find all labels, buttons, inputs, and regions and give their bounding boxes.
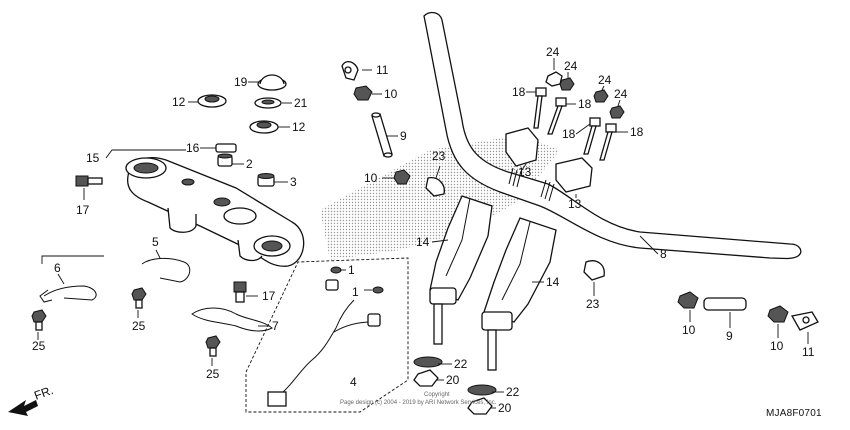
callout-9-a: 9 — [400, 129, 407, 143]
callout-18-a: 18 — [512, 85, 526, 99]
callout-5: 5 — [152, 235, 159, 249]
callout-14-b: 14 — [546, 275, 560, 289]
callout-25-b: 25 — [32, 339, 46, 353]
handlebar-holder-upper-right — [555, 157, 593, 193]
switch-harness-4 — [267, 266, 384, 407]
clip-11-top — [341, 60, 359, 81]
callout-24-b: 24 — [564, 59, 578, 73]
callout-6: 6 — [54, 261, 61, 275]
callout-1-b: 1 — [352, 285, 359, 299]
washer-22-b — [467, 384, 497, 396]
plate-16 — [215, 143, 237, 153]
bolt-25-c — [205, 335, 221, 357]
callout-23-a: 23 — [432, 149, 446, 163]
bolt-25-a — [131, 287, 147, 309]
callouts: 19 12 21 12 16 15 2 3 17 17 11 10 9 10 2… — [32, 45, 815, 415]
nut-24-c — [593, 89, 609, 103]
callout-14-a: 14 — [416, 235, 430, 249]
callout-21: 21 — [294, 96, 308, 110]
wire-clip-5 — [141, 257, 191, 283]
clamp-23-bottom — [583, 260, 605, 281]
callout-24-d: 24 — [614, 87, 628, 101]
callout-18-d: 18 — [630, 125, 644, 139]
nut-10-right-a — [677, 291, 699, 309]
callout-25-a: 25 — [132, 319, 146, 333]
handlebar — [423, 11, 802, 260]
cap-19 — [257, 74, 287, 91]
callout-16: 16 — [186, 141, 200, 155]
callout-10-a: 10 — [384, 87, 398, 101]
callout-10-d: 10 — [770, 339, 784, 353]
washer-22-a — [413, 356, 443, 368]
handlebar-holder-upper-left — [505, 127, 539, 167]
callout-18-b: 18 — [578, 97, 592, 111]
callout-13-a: 13 — [518, 165, 532, 179]
wire-clip-6 — [39, 285, 97, 303]
callout-9-b: 9 — [726, 329, 733, 343]
callout-11-b: 11 — [802, 345, 815, 359]
callout-10-b: 10 — [364, 171, 378, 185]
callout-20-a: 20 — [446, 373, 460, 387]
bolt-18-d — [599, 123, 617, 161]
callout-10-c: 10 — [682, 323, 696, 337]
callout-15: 15 — [86, 151, 100, 165]
nut-10-top — [353, 85, 373, 101]
nut-24-b — [559, 77, 575, 91]
bolt-17-a — [75, 175, 103, 187]
rubber-12-a — [197, 94, 227, 108]
callout-12-b: 12 — [292, 120, 306, 134]
callout-1-a: 1 — [348, 263, 355, 277]
fork-tube-right — [481, 217, 557, 371]
clamp-7 — [191, 307, 273, 332]
rubber-12-b — [249, 120, 279, 134]
clip-11-right — [790, 311, 819, 331]
callout-17-b: 17 — [262, 289, 276, 303]
washer-21 — [254, 97, 282, 109]
clamp-23-top — [425, 177, 445, 197]
front-label: FR. — [32, 383, 55, 403]
callout-19: 19 — [234, 75, 248, 89]
weight-9-top — [371, 112, 393, 158]
callout-17-a: 17 — [76, 203, 90, 217]
bolt-25-b — [31, 309, 47, 331]
callout-2: 2 — [246, 157, 253, 171]
nut-24-d — [609, 105, 625, 119]
copyright-label: Copyright — [424, 392, 450, 398]
callout-3: 3 — [290, 175, 297, 189]
front-arrow-icon — [8, 400, 38, 416]
nut-10-right-b — [767, 305, 789, 323]
callout-25-c: 25 — [206, 367, 220, 381]
bolt-18-a — [533, 87, 547, 129]
callout-11-a: 11 — [376, 63, 389, 77]
harness-boundary — [245, 257, 409, 413]
cap-3 — [257, 173, 275, 187]
callout-20-b: 20 — [498, 401, 512, 415]
nut-20-b — [467, 397, 493, 415]
callout-22-a: 22 — [454, 357, 468, 371]
leader-lines — [37, 58, 809, 409]
callout-7: 7 — [272, 319, 279, 333]
top-bridge — [125, 157, 305, 267]
callout-12-a: 12 — [172, 95, 186, 109]
callout-13-b: 13 — [568, 197, 582, 211]
callout-18-c: 18 — [562, 127, 576, 141]
callout-4: 4 — [350, 375, 357, 389]
nut-20-a — [413, 369, 439, 387]
callout-23-b: 23 — [586, 297, 600, 311]
bolt-18-b — [547, 97, 567, 135]
bolt-18-c — [583, 117, 601, 155]
callout-22-b: 22 — [506, 385, 520, 399]
callout-24-c: 24 — [598, 73, 612, 87]
copyright-line: Page design (c) 2004 - 2019 by ARI Netwo… — [340, 400, 497, 406]
bolt-17-b — [233, 281, 247, 303]
weight-9-right — [703, 297, 747, 311]
callout-8: 8 — [660, 247, 667, 261]
shadow-area — [320, 135, 560, 260]
fork-tube-left — [429, 195, 493, 345]
cap-2 — [217, 153, 233, 167]
callout-24-a: 24 — [546, 45, 560, 59]
diagram-code: MJA8F0701 — [766, 408, 822, 419]
